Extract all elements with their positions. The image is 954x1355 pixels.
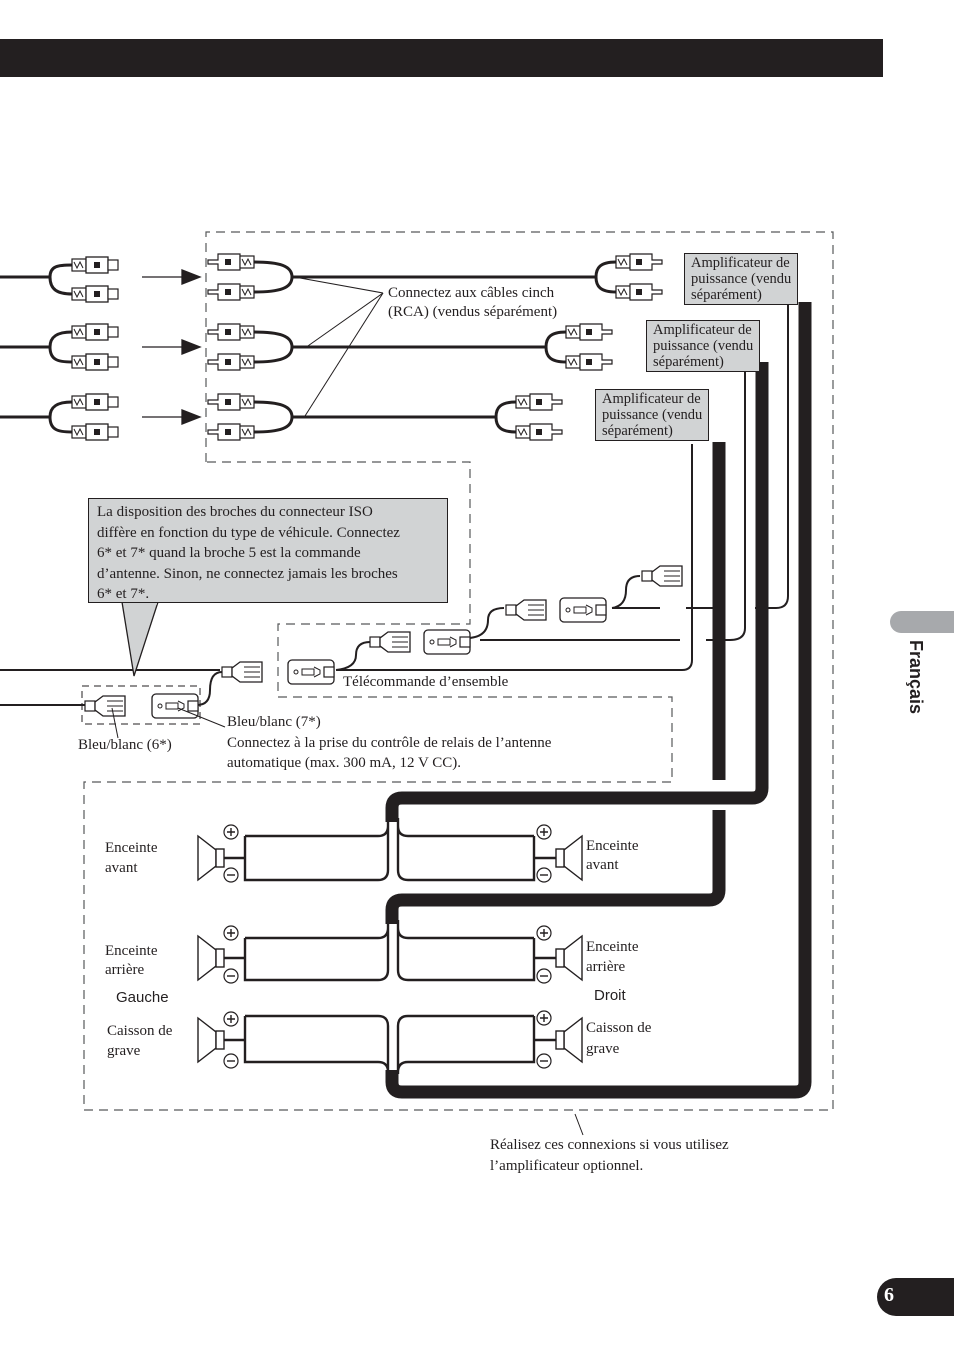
callout-tail: [121, 601, 159, 677]
left-rear-label: Enceinte: [105, 943, 158, 959]
antenna-note-1: Connectez à la prise du contrôle de rela…: [227, 735, 552, 751]
left-sub-label: Caisson de: [107, 1023, 173, 1039]
note-line: diffère en fonction du type de véhicule.…: [97, 524, 400, 541]
mid-plugs: [207, 253, 255, 441]
amp-label: Amplificateur de: [653, 322, 752, 338]
right-sub-label: Caisson de: [586, 1020, 652, 1036]
amp-label: puissance (vendu: [653, 338, 754, 354]
page-number-tab: [877, 1278, 954, 1316]
note-line: d’antenne. Sinon, ne connectez jamais le…: [97, 565, 398, 582]
amp-label: puissance (vendu: [691, 271, 792, 287]
right-side-label: Droit: [594, 987, 626, 1004]
remote-wires: [0, 305, 789, 706]
language-tab: [890, 611, 954, 633]
amp-label: Amplificateur de: [691, 255, 790, 271]
iso-note-callout: La disposition des broches du connecteur…: [88, 498, 448, 603]
source-plugs: [71, 256, 119, 441]
amp-speaker-cables: [385, 302, 812, 1099]
amplifier-box-1: Amplificateur de puissance (vendu séparé…: [684, 253, 799, 305]
right-sub-label-2: grave: [586, 1041, 620, 1057]
amplifier-box-2: Amplificateur de puissance (vendu séparé…: [646, 320, 761, 372]
page-number: 6: [884, 1284, 894, 1306]
footer-pointer-line: [574, 1113, 584, 1136]
left-rear-label-2: arrière: [105, 962, 145, 978]
rca-cables: [253, 260, 617, 434]
rca-region-border: [83, 231, 834, 1111]
amp-label: séparément): [691, 287, 762, 303]
blue-white-7-label: Bleu/blanc (7*): [227, 714, 321, 730]
amp-label: séparément): [602, 423, 673, 439]
arrow-icons: [142, 269, 202, 425]
optional-amp-note: Réalisez ces connexions si vous utilisez: [490, 1137, 729, 1153]
amp-label: puissance (vendu: [602, 407, 703, 423]
amp-label: Amplificateur de: [602, 391, 701, 407]
right-front-label: Enceinte: [586, 838, 639, 854]
blue-white-6-label: Bleu/blanc (6*): [78, 737, 172, 753]
source-cables: [0, 263, 73, 434]
note-line: La disposition des broches du connecteur…: [97, 504, 373, 520]
rca-connect-label: Connectez aux câbles cinch: [388, 285, 555, 301]
speaker-icons: [197, 835, 583, 1063]
right-front-label-2: avant: [586, 857, 619, 873]
system-remote-label: Télécommande d’ensemble: [343, 674, 509, 690]
antenna-note-2: automatique (max. 300 mA, 12 V CC).: [227, 755, 462, 771]
amp-label: séparément): [653, 354, 724, 370]
rca-pointer-lines: [299, 277, 384, 417]
header-bar: [0, 39, 883, 77]
optional-amp-note-2: l’amplificateur optionnel.: [490, 1158, 644, 1174]
amplifier-box-3: Amplificateur de puissance (vendu séparé…: [595, 389, 710, 441]
left-sub-label-2: grave: [107, 1043, 141, 1059]
left-side-label: Gauche: [116, 989, 169, 1006]
rca-connect-label-2: (RCA) (vendus séparément): [388, 304, 558, 320]
speaker-leads: [222, 818, 556, 1074]
language-label: Français: [906, 640, 926, 715]
iso-pointer-lines: [111, 707, 226, 739]
left-front-label-2: avant: [105, 860, 138, 876]
note-line: 6* et 7*.: [97, 586, 150, 602]
note-line: 6* et 7* quand la broche 5 est la comman…: [97, 545, 361, 561]
right-rear-label: Enceinte: [586, 939, 639, 955]
left-front-label: Enceinte: [105, 840, 158, 856]
right-rear-label-2: arrière: [586, 959, 626, 975]
